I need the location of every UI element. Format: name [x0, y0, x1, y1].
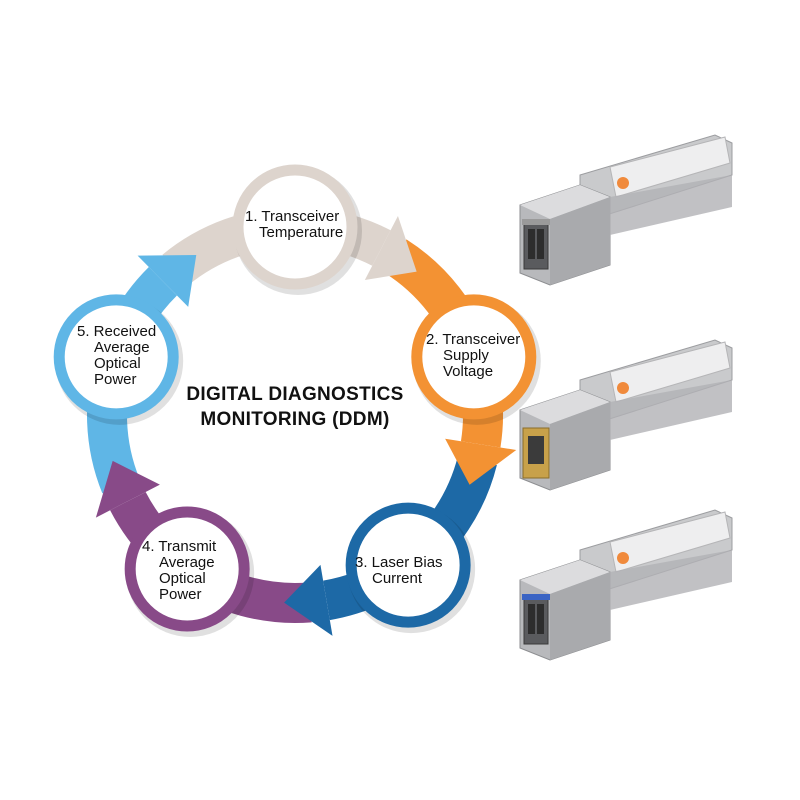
latch-handle: [522, 594, 550, 600]
product-label-sticker: [609, 136, 731, 198]
arrow-head: [95, 460, 160, 518]
brand-logo-icon: [617, 552, 629, 564]
node-3-circle: [345, 502, 471, 628]
lc-port: [523, 222, 549, 270]
arrow-head: [284, 564, 333, 636]
node-3-line: 3. Laser Bias: [355, 554, 443, 571]
node-4-line: Power: [159, 586, 202, 603]
node-1-line: Temperature: [259, 224, 344, 241]
transceiver-2: [519, 339, 733, 491]
arrow-head: [445, 438, 517, 485]
node-2-circle: [411, 294, 537, 420]
node-5-circle: [53, 294, 179, 420]
title-line-1: DIGITAL DIAGNOSTICS: [186, 384, 404, 405]
product-label-sticker: [609, 341, 731, 403]
node-2-line: 2. Transceiver: [426, 331, 521, 348]
node-4-circle: [124, 506, 250, 632]
node-2-line: Voltage: [443, 363, 494, 380]
title-line-2: MONITORING (DDM): [200, 409, 390, 430]
node-3-line: Current: [372, 570, 423, 587]
arrow-head: [364, 216, 417, 281]
brand-logo-icon: [617, 177, 629, 189]
node-1-label: 1. Transceiver Temperature: [245, 209, 365, 241]
cycle-nodes: [53, 164, 541, 638]
node-5-line: Average: [94, 339, 150, 356]
node-2-label: 2. Transceiver Supply Voltage: [426, 332, 546, 380]
node-4-line: Optical: [159, 570, 206, 587]
brand-logo-icon: [617, 382, 629, 394]
node-2-line: Supply: [443, 347, 489, 364]
diagram-title: DIGITAL DIAGNOSTICS MONITORING (DDM): [170, 382, 420, 432]
transceiver-1: [519, 134, 733, 286]
transceiver-3: [519, 509, 733, 661]
node-5-label: 5. Received Average Optical Power: [77, 324, 197, 388]
node-4-line: Average: [159, 554, 215, 571]
node-5-line: Optical: [94, 355, 141, 372]
node-4-line: 4. Transmit: [142, 538, 217, 555]
node-5-line: 5. Received: [77, 323, 157, 340]
arrow-head: [137, 255, 197, 307]
node-3-label: 3. Laser Bias Current: [355, 555, 475, 587]
node-1-circle: [232, 164, 358, 290]
node-4-label: 4. Transmit Average Optical Power: [142, 539, 262, 603]
node-5-line: Power: [94, 371, 137, 388]
latch-handle: [522, 219, 550, 225]
transceiver-images: [519, 134, 733, 661]
lc-port: [523, 597, 549, 645]
node-1-line: 1. Transceiver: [245, 208, 340, 225]
product-label-sticker: [609, 511, 731, 573]
